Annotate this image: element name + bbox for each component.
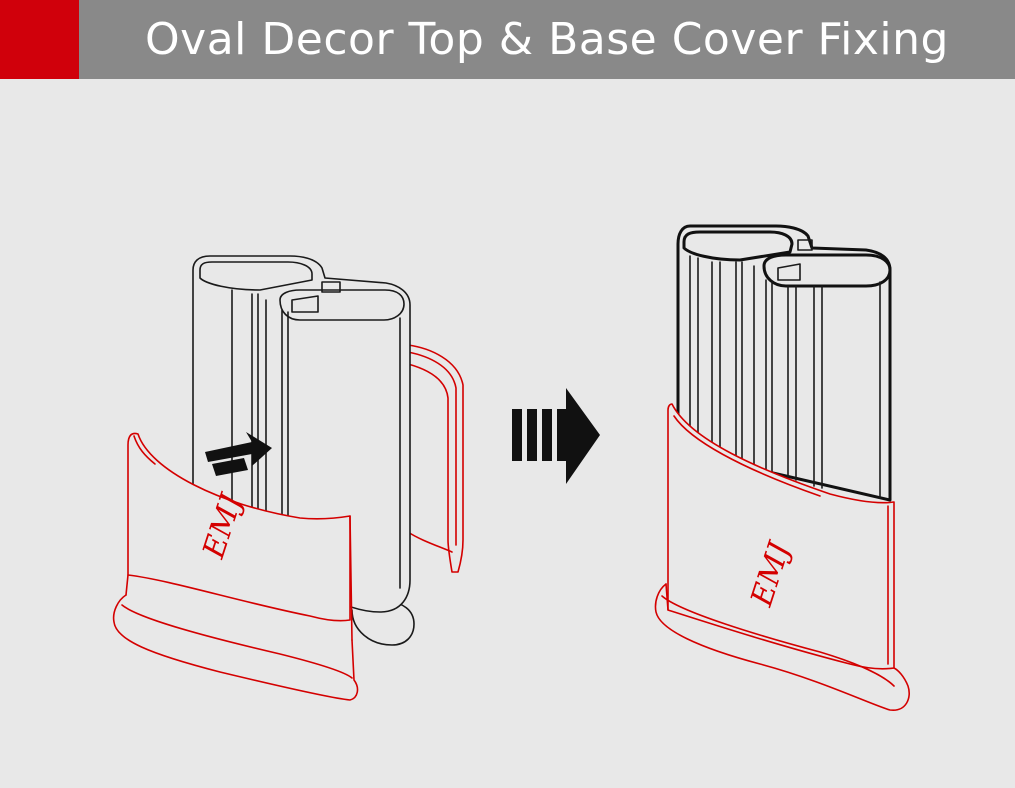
direction-arrow-icon <box>512 388 600 484</box>
before-assembly: EMJ <box>112 255 464 701</box>
push-arrow-icon <box>205 432 272 476</box>
assembled-cover: EMJ <box>654 403 910 711</box>
header-accent-block <box>0 0 79 79</box>
after-assembly: EMJ <box>654 224 910 711</box>
header-bar: Oval Decor Top & Base Cover Fixing <box>0 0 1015 79</box>
front-cover-piece: EMJ <box>112 432 359 701</box>
page-title: Oval Decor Top & Base Cover Fixing <box>145 14 949 65</box>
back-cover-piece <box>407 344 464 573</box>
profile-after <box>676 224 892 502</box>
profile-foot <box>351 601 415 646</box>
